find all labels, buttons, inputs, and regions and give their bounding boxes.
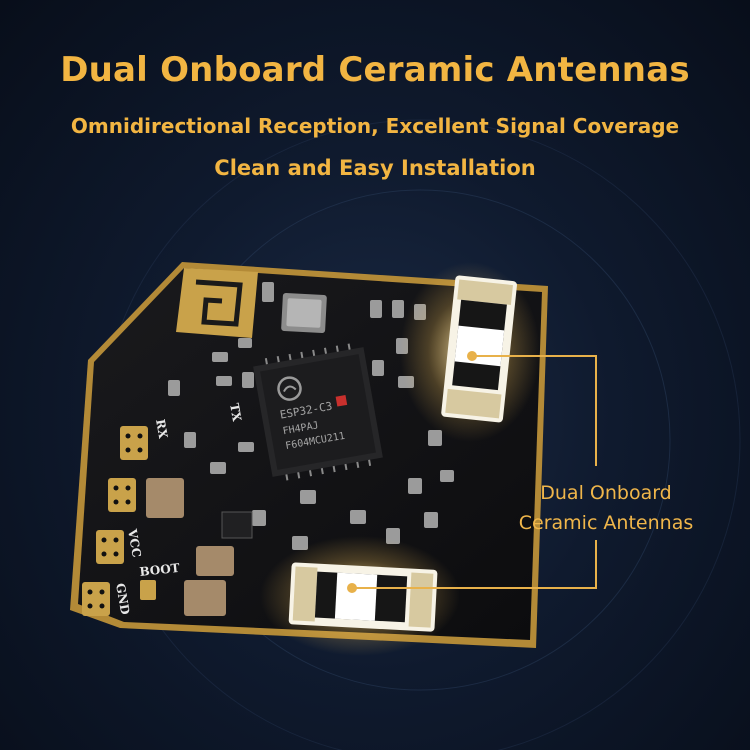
esp32-chip: ESP32-C3 FH4PAJ F604MCU211 xyxy=(253,343,383,481)
pad-holes xyxy=(87,433,143,609)
silk-tx: TX xyxy=(227,402,244,423)
callout-pointer xyxy=(347,351,597,593)
page-title: Dual Onboard Ceramic Antennas xyxy=(60,50,690,90)
antenna-trace-icon xyxy=(176,268,258,338)
silkscreen-labels: RX TX VCC BOOT GND xyxy=(113,402,244,616)
silk-vcc: VCC xyxy=(125,527,144,558)
antenna-callout: Dual Onboard Ceramic Antennas xyxy=(486,478,726,538)
espressif-logo-icon xyxy=(277,376,302,401)
callout-line-1: Dual Onboard xyxy=(540,482,672,504)
page-tagline: Clean and Easy Installation xyxy=(214,156,536,180)
callout-line-2: Ceramic Antennas xyxy=(518,512,694,534)
capacitors xyxy=(146,478,234,616)
crystal-oscillator xyxy=(281,293,327,333)
ceramic-antenna-2 xyxy=(288,562,438,632)
page-subtitle: Omnidirectional Reception, Excellent Sig… xyxy=(70,114,680,138)
silk-boot: BOOT xyxy=(139,561,181,579)
silk-gnd: GND xyxy=(113,582,132,616)
silk-rx: RX xyxy=(153,418,170,440)
voltage-regulator xyxy=(221,511,253,539)
